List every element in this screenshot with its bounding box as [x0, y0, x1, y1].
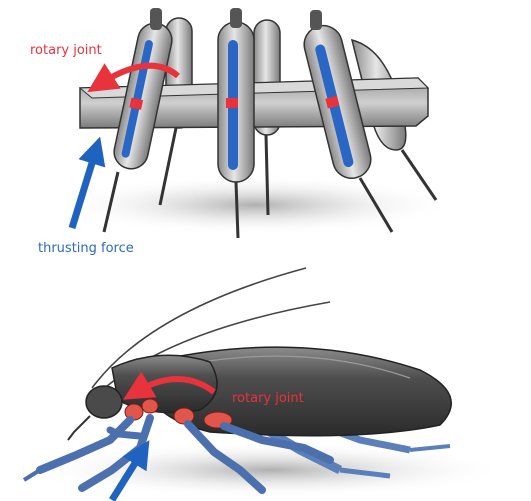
label-rotary-joint-top: rotary joint — [30, 43, 102, 58]
label-rotary-joint-bottom: rotary joint — [232, 391, 304, 406]
cockroach-head — [86, 386, 122, 418]
cockroach-shadow — [30, 442, 510, 498]
robot-illustration — [55, 8, 455, 238]
label-thrusting-force: thrusting force — [38, 241, 134, 256]
cockroach-illustration — [24, 268, 510, 500]
